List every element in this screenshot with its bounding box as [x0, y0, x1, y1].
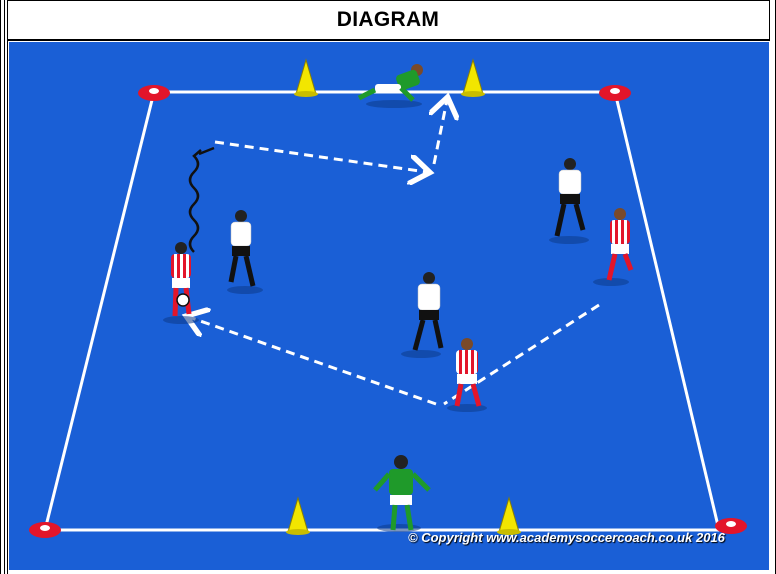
corner-disc-top-left — [138, 85, 170, 101]
pitch-diagram — [9, 42, 769, 570]
corner-disc-top-right — [599, 85, 631, 101]
copyright-text: © Copyright www.academysoccercoach.co.uk… — [408, 530, 725, 545]
corner-disc-bottom-left — [29, 522, 61, 538]
pitch-area — [9, 42, 769, 570]
page-title: DIAGRAM — [337, 8, 439, 32]
inner-border-left — [4, 0, 5, 574]
ball — [177, 294, 189, 306]
cell-border-left — [7, 0, 8, 574]
outer-border-left — [0, 0, 1, 574]
title-row: DIAGRAM — [7, 0, 770, 41]
